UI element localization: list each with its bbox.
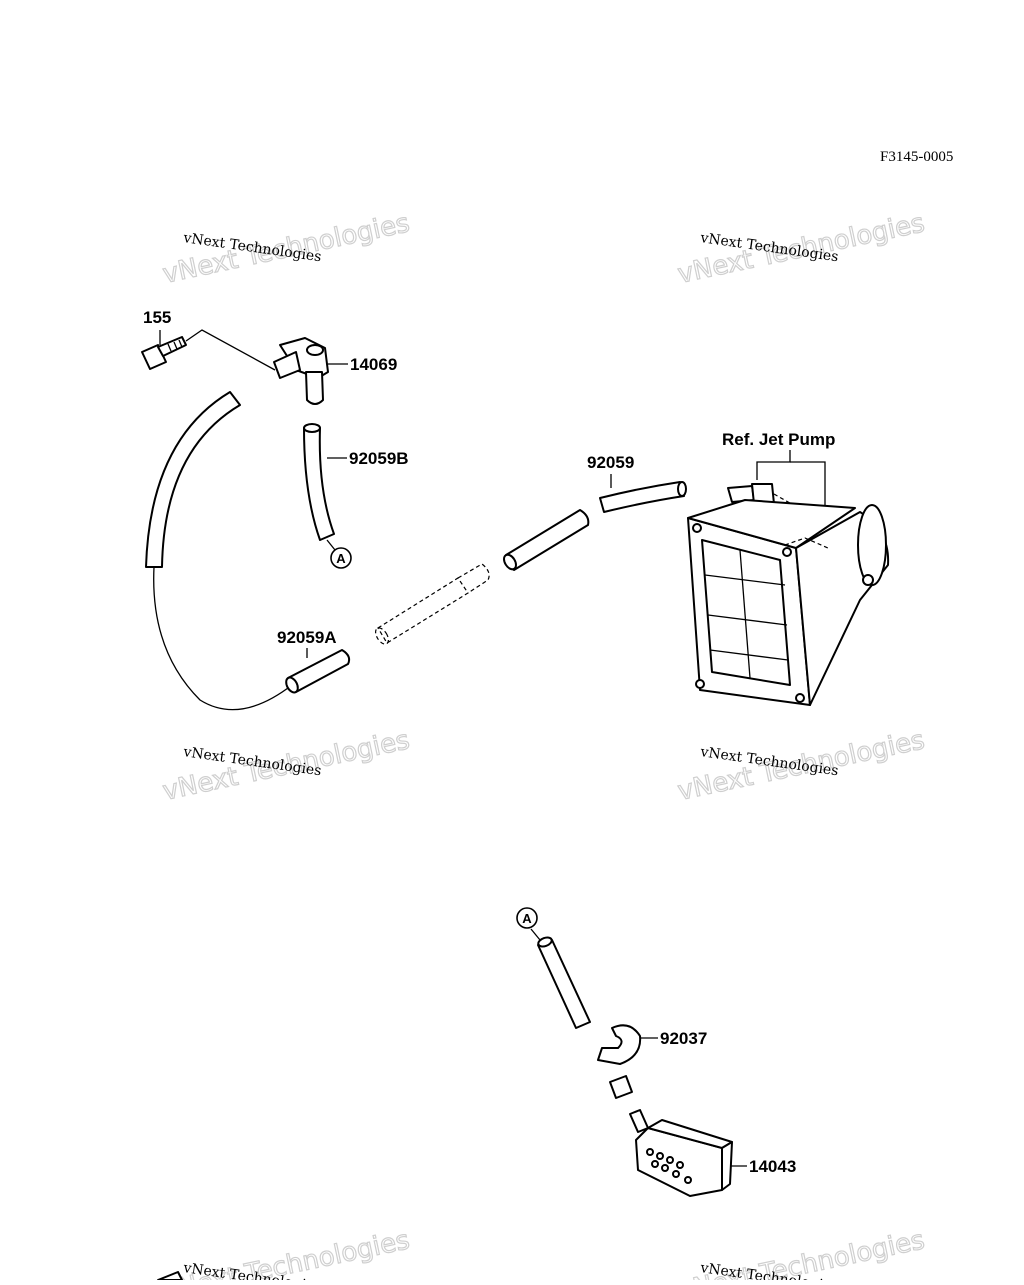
hose-92059 <box>599 481 687 513</box>
watermark-mid-right: vNext Technologies vNext Technologies <box>675 725 928 808</box>
hose-92059b <box>303 423 335 541</box>
watermark-top-left: vNext Technologies vNext Technologies <box>160 208 413 291</box>
svg-text:A: A <box>336 551 346 566</box>
svg-text:A: A <box>522 911 532 926</box>
cap-piece <box>609 1075 633 1099</box>
fitting-14069 <box>273 337 329 405</box>
bolt-155 <box>141 330 187 370</box>
label-155: 155 <box>143 308 171 327</box>
connector-marker-a-bottom: A <box>516 907 538 929</box>
hose-92059a <box>285 649 351 694</box>
leader-marker-a-top <box>326 539 336 551</box>
leader-marker-a-bottom <box>530 928 541 941</box>
jet-pump-housing <box>687 499 890 706</box>
jet-pump-fitting <box>727 483 796 507</box>
leader-ref-right <box>790 461 826 505</box>
tube-middle <box>503 509 590 571</box>
tube-bottom <box>537 936 591 1029</box>
label-14069: 14069 <box>350 355 397 374</box>
filter-14043 <box>629 1109 733 1197</box>
hidden-tube <box>375 563 490 645</box>
clamp-92037 <box>597 1024 642 1065</box>
leader-155 <box>185 329 276 371</box>
partial-part-bottom <box>157 1271 183 1281</box>
leader-ref-left <box>756 450 791 480</box>
figure-code: F3145-0005 <box>880 149 953 165</box>
label-92059a: 92059A <box>277 628 337 647</box>
watermark-top-right: vNext Technologies vNext Technologies <box>675 208 928 291</box>
label-14043: 14043 <box>749 1157 796 1176</box>
watermark-bottom-left: vNext Technologies vNext Technologies <box>160 1225 413 1285</box>
watermark-bottom-right: vNext Technologies vNext Technologies <box>675 1225 928 1285</box>
connector-marker-a-top: A <box>330 547 352 569</box>
label-92059b: 92059B <box>349 449 409 468</box>
hose-long-left <box>145 391 293 711</box>
label-92059: 92059 <box>587 453 634 472</box>
label-ref-jet-pump: Ref. Jet Pump <box>722 430 835 449</box>
label-92037: 92037 <box>660 1029 707 1048</box>
watermark-mid-left: vNext Technologies vNext Technologies <box>160 725 413 808</box>
